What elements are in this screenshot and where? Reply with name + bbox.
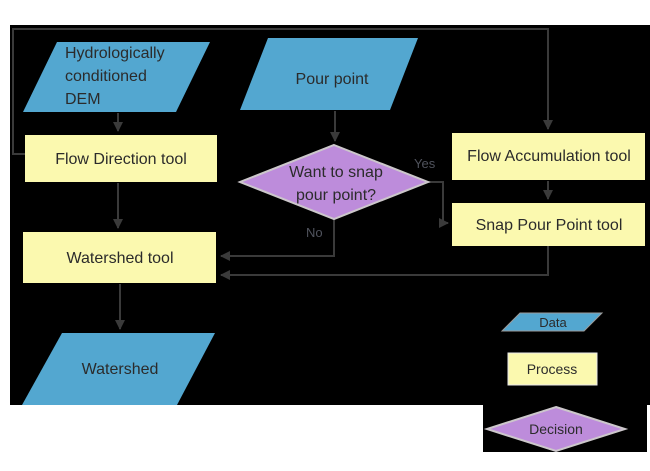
flow-accumulation-label: Flow Accumulation tool: [467, 148, 631, 165]
edge-snap-pour-point-to-watershed-tool: [220, 246, 549, 280]
dem-label-line3: DEM: [65, 91, 101, 108]
watershed-tool-node: [23, 232, 216, 283]
edge-decision-yes-to-snap-pour-point: [428, 181, 449, 228]
snap-pour-point-node: [452, 203, 645, 246]
flow-accumulation-node: [452, 133, 645, 180]
flow-direction-label: Flow Direction tool: [55, 151, 187, 168]
legend-decision-label: Decision: [529, 421, 583, 437]
flow-direction-node: [25, 135, 217, 182]
yes-edge-label: Yes: [414, 156, 436, 171]
pour-point-node: [240, 38, 418, 110]
snap-decision-label-line1: Want to snap: [289, 164, 383, 181]
watershed-tool-label: Watershed tool: [66, 250, 173, 267]
dem-label-line2: conditioned: [65, 68, 147, 85]
dem-label-line1: Hydrologically: [65, 45, 165, 62]
edge-flow-direction-to-flow-accumulation: [12, 28, 553, 155]
legend-decision-shape: [483, 405, 629, 453]
legend-process-label: Process: [527, 361, 578, 377]
legend-process-shape: [507, 352, 598, 386]
snap-pour-point-label: Snap Pour Point tool: [476, 217, 623, 234]
edge-decision-no-to-watershed-tool: [220, 219, 335, 261]
watershed-node: [22, 333, 215, 405]
no-edge-label: No: [306, 225, 323, 240]
watershed-label: Watershed: [82, 361, 159, 378]
dem-node: [23, 42, 210, 112]
snap-decision-label-line2: pour point?: [296, 187, 376, 204]
pour-point-label: Pour point: [296, 71, 369, 88]
legend-data-label: Data: [539, 315, 567, 330]
legend-data-shape: [500, 312, 604, 332]
snap-decision-node: [237, 143, 431, 221]
